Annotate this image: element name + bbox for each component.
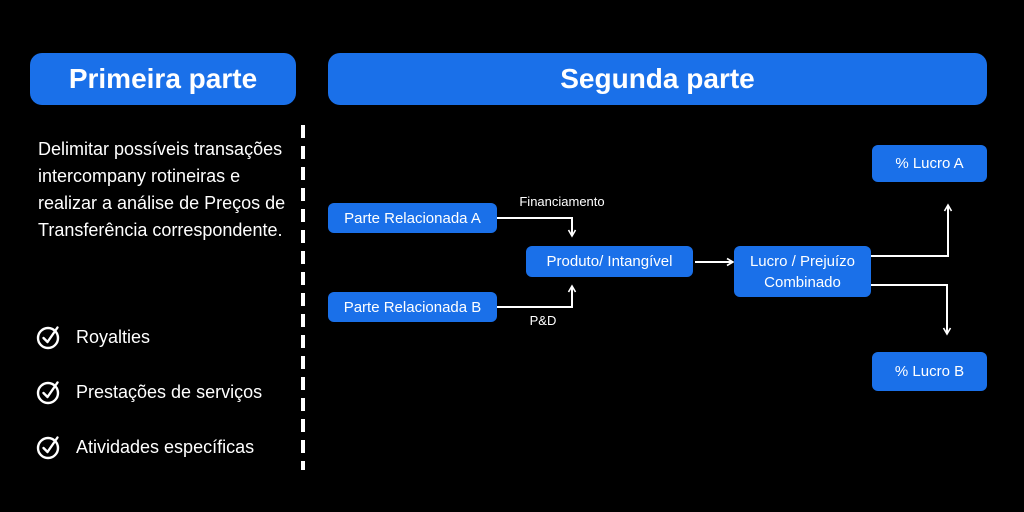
node-parte-relacionada-a: Parte Relacionada A — [328, 203, 497, 233]
node-parte-relacionada-b: Parte Relacionada B — [328, 292, 497, 322]
check-circle-icon — [36, 324, 62, 350]
checklist-item-servicos: Prestações de serviços — [36, 379, 262, 405]
edge-label-financiamento: Financiamento — [519, 194, 605, 209]
node-lucro-prejuizo-combinado: Lucro / Prejuízo Combinado — [734, 246, 871, 297]
checklist-label: Prestações de serviços — [76, 381, 263, 402]
node-lucro-line1: Lucro / Prejuízo — [749, 252, 856, 270]
node-percent-lucro-b: % Lucro B — [872, 352, 987, 391]
dashed-divider — [301, 125, 305, 470]
second-part-header: Segunda parte — [328, 53, 987, 105]
first-part-description: Delimitar possíveis transações intercomp… — [38, 139, 286, 240]
node-produto-intangivel: Produto/ Intangível — [526, 246, 693, 277]
first-part-header: Primeira parte — [30, 53, 296, 105]
arrow-financiamento — [497, 217, 572, 236]
check-circle-icon — [36, 379, 62, 405]
node-percent-lucro-a: % Lucro A — [872, 145, 987, 182]
check-circle-icon — [36, 434, 62, 460]
edge-label-ped: P&D — [529, 313, 557, 328]
checklist-item-atividades: Atividades específicas — [36, 434, 254, 460]
checklist-label: Atividades específicas — [76, 436, 255, 457]
arrow-to-lucro-a — [871, 205, 948, 257]
checklist-label: Royalties — [76, 326, 151, 347]
arrow-to-lucro-b — [871, 284, 947, 334]
checklist-item-royalties: Royalties — [36, 324, 150, 350]
node-lucro-line2: Combinado — [764, 273, 841, 291]
arrow-ped — [497, 286, 572, 308]
